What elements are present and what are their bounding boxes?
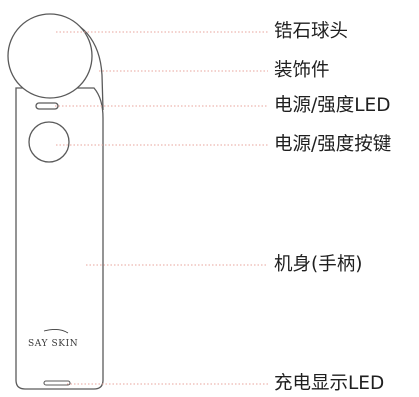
callout-body-handle: 机身(手柄): [274, 254, 363, 275]
callout-power-button: 电源/强度按键: [274, 134, 392, 155]
brand-logo-arc: [43, 328, 69, 334]
callout-ball-head: 锆石球头: [274, 21, 349, 42]
callout-charge-led: 充电显示LED: [274, 373, 385, 394]
callout-power-led: 电源/强度LED: [274, 95, 391, 116]
callout-decoration: 装饰件: [274, 60, 330, 81]
zircon-ball-head: [7, 13, 93, 99]
device-body: [15, 87, 104, 390]
power-led-indicator: [35, 102, 59, 110]
charge-led-indicator: [43, 380, 71, 386]
brand-logo-text: SAY SKIN: [28, 339, 78, 349]
power-button-shape: [28, 121, 70, 163]
